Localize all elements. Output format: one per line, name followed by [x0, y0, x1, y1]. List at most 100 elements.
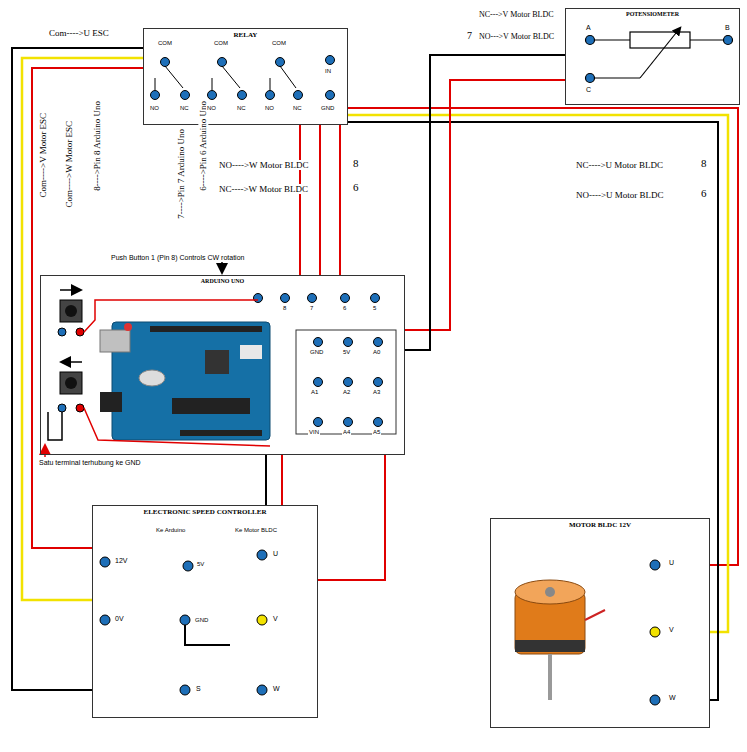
esc-terminals	[257, 685, 267, 695]
pin-label: GND	[309, 349, 324, 356]
arduino-terminals	[296, 330, 396, 434]
wire	[281, 455, 283, 505]
potentiometer-symbol	[640, 28, 680, 78]
esc-terminals	[257, 550, 267, 560]
relay-switches	[270, 78, 271, 90]
esc-terminals	[100, 557, 110, 567]
arduino-board	[205, 350, 229, 374]
push-buttons	[65, 305, 77, 317]
wire	[265, 455, 267, 505]
potentiometer-symbol	[586, 28, 733, 83]
arduino-board	[172, 398, 250, 414]
pin-label: A4	[342, 429, 351, 436]
wire	[348, 108, 738, 565]
wiring-note: 8	[352, 157, 360, 170]
push-buttons	[44, 446, 46, 457]
arduino-terminals	[371, 294, 380, 303]
pin-label: VIN	[308, 429, 320, 436]
relay-switches	[151, 91, 160, 100]
pin-label: V	[668, 626, 675, 634]
push-buttons	[84, 300, 258, 332]
pin-label: COM	[271, 40, 287, 47]
arduino-terminals	[344, 418, 353, 427]
arduino-board	[100, 322, 270, 440]
arduino-terminals	[254, 294, 397, 435]
potentiometer-symbol	[724, 36, 733, 45]
potentiometer-symbol	[586, 36, 595, 45]
wiring-note: Com---->U ESC	[48, 28, 110, 38]
pin-label: V	[272, 615, 279, 623]
push-buttons	[84, 408, 270, 446]
relay-switches	[208, 91, 217, 100]
wiring-note: Satu terminal terhubung ke GND	[38, 459, 142, 467]
motor-picture	[548, 654, 552, 700]
wiring-note: 6---->Pin 6 Arduino Uno	[198, 100, 208, 192]
arduino-terminals	[281, 294, 290, 303]
relay-switches	[222, 66, 240, 88]
motor-terminals	[650, 560, 660, 570]
motor-box: MOTOR BLDC 12V	[490, 518, 710, 728]
pin-label: GND	[320, 105, 335, 112]
motor-terminals	[650, 560, 660, 705]
wire	[348, 122, 718, 700]
relay-switches	[326, 91, 335, 100]
esc-box: ELECTRONIC SPEED CONTROLLER	[92, 505, 318, 718]
arduino-board	[100, 330, 130, 352]
pin-label: 12V	[114, 557, 128, 565]
box-title: MOTOR BLDC 12V	[491, 521, 709, 529]
arduino-box: ARDUINO UNO	[40, 275, 405, 455]
wire	[319, 125, 321, 275]
relay-switches	[326, 56, 335, 65]
pin-label: U	[668, 559, 675, 567]
arduino-board	[112, 322, 270, 440]
push-buttons	[60, 289, 80, 291]
pin-label: A5	[372, 429, 381, 436]
arduino-terminals	[344, 338, 353, 347]
arduino-terminals	[308, 294, 317, 303]
push-buttons	[62, 361, 82, 363]
esc-terminals	[180, 685, 190, 695]
pin-label: COM	[157, 40, 173, 47]
pin-label: 6	[342, 305, 347, 312]
motor-terminals	[650, 695, 660, 705]
arduino-board	[150, 326, 262, 332]
pin-label: 5V	[196, 561, 205, 568]
box-title: RELAY	[144, 31, 347, 39]
relay-switches	[280, 66, 296, 88]
arduino-board	[100, 392, 122, 412]
push-buttons	[58, 328, 66, 336]
push-buttons	[48, 412, 62, 440]
pin-label: NO	[264, 105, 275, 112]
wiring-note: NC---->W Motor BLDC	[218, 184, 309, 194]
esc-terminals	[180, 615, 190, 625]
pin-label: 5	[372, 305, 377, 312]
relay-switches	[218, 58, 227, 67]
push-buttons	[221, 262, 223, 272]
potentiometer-symbol	[630, 32, 690, 48]
esc-terminals	[185, 625, 230, 645]
wire	[12, 48, 143, 690]
relay-switches	[294, 91, 303, 100]
pin-label: C	[585, 86, 592, 94]
wiring-note: 8---->Pin 8 Arduino Uno	[92, 100, 102, 192]
motor-picture	[515, 580, 605, 700]
arduino-terminals	[314, 418, 323, 427]
arduino-board	[240, 345, 262, 359]
arduino-terminals	[344, 378, 353, 387]
pin-label: W	[272, 685, 281, 693]
pin-label: A2	[342, 389, 351, 396]
potentiometer-symbol	[690, 39, 723, 40]
arduino-terminals	[314, 338, 323, 347]
push-buttons	[45, 262, 270, 457]
pin-label: NO	[206, 105, 217, 112]
wiring-note: NO--->V Motor BLDC	[478, 32, 555, 41]
box-title: ARDUINO UNO	[41, 278, 404, 284]
relay-switches	[266, 91, 275, 100]
wiring-note: Com---->W Motor ESC	[64, 120, 74, 208]
pin-label: A	[585, 24, 592, 32]
pin-label: A3	[372, 389, 381, 396]
motor-picture	[585, 610, 605, 620]
wire	[348, 115, 728, 632]
